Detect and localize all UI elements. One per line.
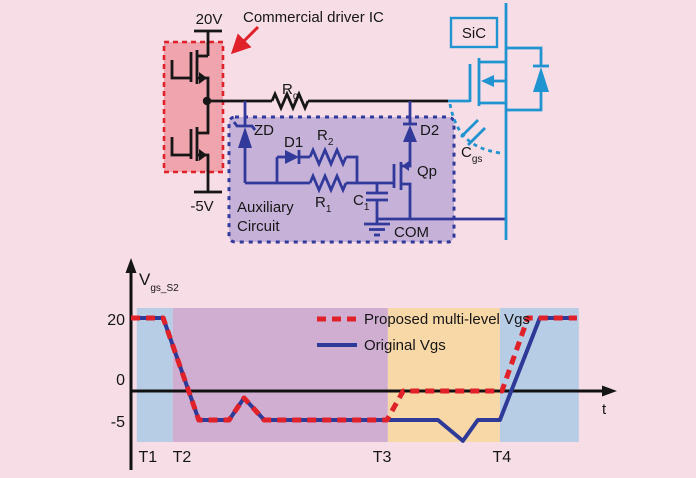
com-label: COM <box>394 224 429 241</box>
diode-d2 <box>403 101 417 160</box>
sic-mosfet <box>448 58 506 106</box>
aux-circuit <box>232 101 506 237</box>
driver-ic-box <box>162 40 225 174</box>
aux-circuit-label-line1: Auxiliary <box>237 199 294 216</box>
legend-proposed-label: Proposed multi-level Vgs <box>364 311 530 328</box>
axes <box>125 258 617 470</box>
zener-zd <box>232 101 257 183</box>
c1-label: C1 <box>353 192 370 213</box>
cgs-label: Cgs <box>461 144 482 165</box>
driver-ic-label: Commercial driver IC <box>243 9 384 26</box>
y-axis-arrow <box>125 258 137 273</box>
chart-region-3 <box>499 308 579 442</box>
r1-label: R1 <box>315 194 332 215</box>
xlabel: t <box>602 401 607 418</box>
sic-body-diode <box>506 46 549 112</box>
pmos-qp <box>392 160 412 219</box>
driver-bottom-mosfet <box>170 101 210 172</box>
ytick-0: 0 <box>116 372 125 389</box>
time-marker-T1: T1 <box>138 449 157 466</box>
aux-circuit-box <box>227 115 456 244</box>
waveform-chart: 20 0 -5T1 T2 T3 T4 Vgs_S2 t Proposed multi-le… <box>107 258 617 470</box>
supply-neg5v-label: -5V <box>190 198 213 215</box>
zd-label: ZD <box>254 122 274 139</box>
resistor-r2 <box>308 146 348 168</box>
branch-right-vert <box>346 155 359 183</box>
capacitor-c1 <box>366 183 388 219</box>
series-proposed <box>131 315 577 423</box>
legend-original-label: Original Vgs <box>364 337 446 354</box>
sic-label-box <box>449 16 499 49</box>
resistor-r1 <box>308 172 348 194</box>
aux-circuit-label-line2: Circuit <box>237 218 280 235</box>
time-marker-T4: T4 <box>493 449 512 466</box>
ylabel: Vgs_S2 <box>139 270 179 294</box>
driver-top-mosfet <box>170 50 210 101</box>
d2-label: D2 <box>420 122 439 139</box>
chart-tick-labels: 20 0 -5T1 T2 T3 T4 <box>107 312 511 466</box>
x-axis-arrow <box>602 385 617 397</box>
rg-label: Rg <box>282 81 298 102</box>
legend-original: Original Vgs <box>317 337 446 354</box>
ytick-20: 20 <box>107 312 125 329</box>
qp-label: Qp <box>417 163 437 180</box>
chart-series <box>131 315 577 443</box>
driver-ic-arrow <box>230 25 260 55</box>
gate-resistor <box>270 90 310 112</box>
sic-device <box>448 3 549 240</box>
supply-20v-label: 20V <box>196 11 223 28</box>
legend: Proposed multi-level Vgs Original Vgs <box>317 311 530 354</box>
time-marker-T2: T2 <box>173 449 192 466</box>
cgs-capacitor <box>448 103 501 155</box>
circuit-diagram: 20V Commercial driver IC -5V Rg ZD D1 R2… <box>162 3 549 244</box>
ground-com <box>364 219 390 237</box>
sic-label: SiC <box>462 25 486 42</box>
time-marker-T3: T3 <box>373 449 392 466</box>
r2-label: R2 <box>317 127 334 148</box>
d1-label: D1 <box>284 134 303 151</box>
ytick--5: -5 <box>111 414 125 431</box>
legend-proposed: Proposed multi-level Vgs <box>317 311 530 328</box>
